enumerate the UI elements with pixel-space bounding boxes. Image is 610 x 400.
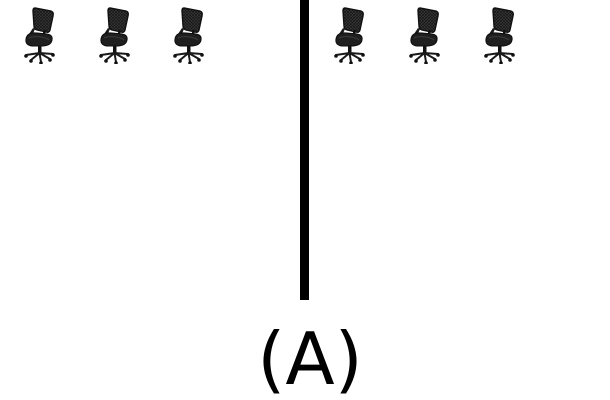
office-chair-icon <box>23 6 59 64</box>
office-chair-icon <box>333 6 369 64</box>
figure-caption: (A) <box>257 317 363 400</box>
office-chair-icon <box>408 6 444 64</box>
office-chair-icon <box>98 6 134 64</box>
office-chair-icon <box>483 6 519 64</box>
vertical-divider <box>300 0 309 300</box>
office-chair-icon <box>172 6 208 64</box>
